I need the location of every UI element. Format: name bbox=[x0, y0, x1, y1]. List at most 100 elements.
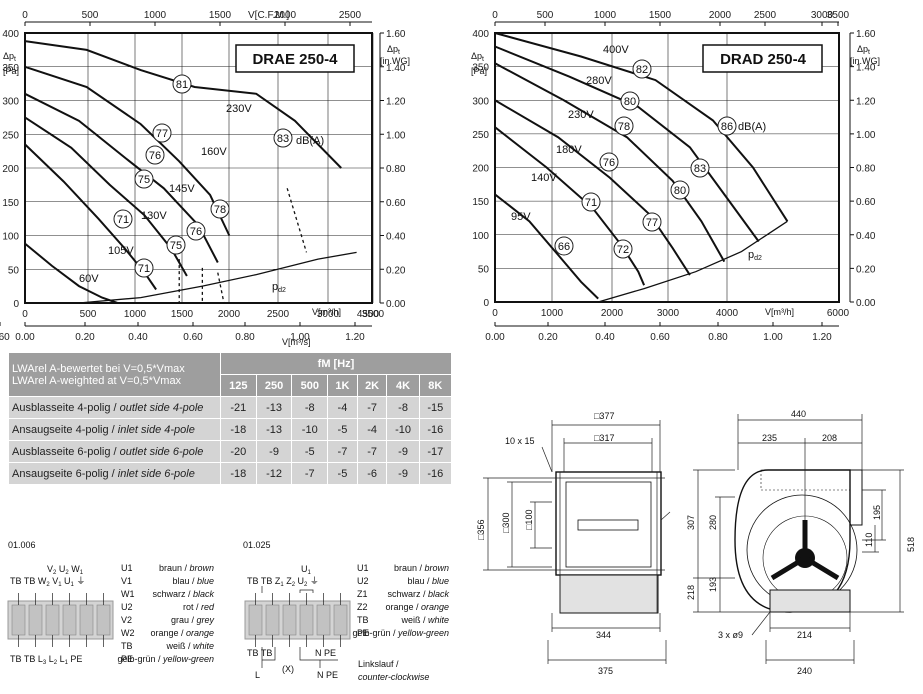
legend-color: weiß / white bbox=[165, 641, 214, 651]
curve-230V bbox=[24, 40, 342, 169]
chart2-dba-label: dB(A) bbox=[738, 121, 766, 133]
wiring-right-label-n: N PE bbox=[317, 670, 338, 680]
legend-color: gelb-grün / yellow-green bbox=[117, 654, 214, 664]
dim-300-line bbox=[507, 481, 552, 568]
wiring-right-code: 01.025 bbox=[243, 540, 271, 550]
db-marker-circle bbox=[599, 152, 619, 172]
dim-195: 195 bbox=[872, 505, 882, 520]
bottom-tick-label: 1.00 bbox=[290, 332, 310, 343]
table-row-label: Ansaugseite 6-polig / inlet side 6-pole bbox=[8, 462, 221, 485]
y-tick-label: 200 bbox=[472, 164, 489, 175]
y-tick-label: 400 bbox=[2, 29, 19, 40]
table-cell: -5 bbox=[327, 462, 358, 485]
y-tick-label: 150 bbox=[2, 198, 19, 209]
table-freq-cell: 1K bbox=[327, 374, 358, 397]
db-marker-circle bbox=[620, 91, 640, 111]
legend-term: TB bbox=[121, 641, 133, 651]
wiring-right-bridge-top bbox=[261, 586, 314, 593]
voltage-label: 160V bbox=[201, 146, 227, 158]
table-cell: -5 bbox=[291, 440, 329, 463]
top-tick-label: 1500 bbox=[209, 10, 232, 21]
db-marker-value: 81 bbox=[176, 79, 188, 91]
x-tick-label: 4500 bbox=[357, 309, 380, 320]
curve-60V bbox=[24, 242, 118, 304]
legend-color: braun / brown bbox=[159, 563, 214, 573]
table-cell: -9 bbox=[255, 440, 293, 463]
voltage-label: 230V bbox=[226, 103, 252, 115]
y-tick-label: 250 bbox=[2, 130, 19, 141]
right-tick-label: 1.00 bbox=[386, 130, 406, 141]
voltage-label: 230V bbox=[568, 109, 594, 121]
legend-color: weiß / white bbox=[400, 615, 449, 625]
table-row: Ansaugseite 6-polig / inlet side 6-pole -… bbox=[8, 462, 453, 485]
y-tick-label: 400 bbox=[472, 29, 489, 40]
curve-180V bbox=[494, 99, 691, 276]
dim-240: 240 bbox=[797, 666, 812, 676]
dim-218: 218 bbox=[686, 585, 696, 600]
curve-280V bbox=[494, 45, 760, 243]
db-marker-circle bbox=[581, 192, 601, 212]
bottom-tick-label: 0.60 bbox=[183, 332, 203, 343]
curve-230V bbox=[494, 62, 726, 263]
legend-color: blau / blue bbox=[407, 576, 449, 586]
db-marker-value: 83 bbox=[694, 163, 706, 175]
legend-term: V2 bbox=[121, 615, 132, 625]
right-tick-label: 0.00 bbox=[386, 299, 406, 310]
table-body: Ausblasseite 4-polig / outlet side 4-pol… bbox=[8, 396, 453, 485]
noise-table: LWArel A-bewertet bei V=0,5*Vmax LWArel … bbox=[8, 352, 453, 485]
right-tick-label: 0.20 bbox=[386, 265, 406, 276]
table-freq-cell: 4K bbox=[386, 374, 420, 397]
table-row: Ansaugseite 4-polig / inlet side 4-pole-… bbox=[8, 418, 453, 441]
table-cell: -4 bbox=[356, 418, 388, 441]
right-tick-label: 1.60 bbox=[386, 29, 406, 40]
y-tick-label: 0 bbox=[483, 298, 489, 309]
front-view-base bbox=[559, 574, 659, 614]
top-tick-label: 500 bbox=[82, 10, 99, 21]
legend-term: TB bbox=[357, 615, 369, 625]
y-tick-label: 50 bbox=[478, 264, 490, 275]
db-marker-value: 86 bbox=[721, 121, 733, 133]
top-tick-label: 3000 bbox=[811, 10, 834, 21]
top-tick-label: 500 bbox=[537, 10, 554, 21]
db-marker-value: 71 bbox=[117, 214, 129, 226]
front-view-flange-lines bbox=[552, 472, 665, 613]
table-cell: -13 bbox=[255, 418, 293, 441]
table-cell: -4 bbox=[327, 396, 358, 419]
curve-140V bbox=[494, 126, 646, 286]
table-caption: LWArel A-bewertet bei V=0,5*Vmax LWArel … bbox=[8, 352, 221, 397]
voltage-label: 105V bbox=[108, 245, 134, 257]
x-tick-label: 6000 bbox=[827, 308, 850, 319]
dim-375: 375 bbox=[598, 666, 613, 676]
dim-218-line bbox=[693, 578, 770, 613]
table-cell: -18 bbox=[220, 418, 257, 441]
legend-term: W2 bbox=[121, 628, 135, 638]
right-tick-label: 1.20 bbox=[386, 97, 406, 108]
table-cell: -10 bbox=[386, 418, 420, 441]
legend-color: gelb-grün / yellow-green bbox=[352, 628, 449, 638]
chart2-right-axis-label: [in.WG] bbox=[850, 56, 880, 66]
y-tick-label: 100 bbox=[472, 231, 489, 242]
db-marker-value: 71 bbox=[138, 263, 150, 275]
x-tick-label: 3000 bbox=[657, 308, 680, 319]
bottom-tick-label: 0.40 bbox=[595, 332, 615, 343]
dim-518-line bbox=[850, 469, 904, 613]
chart1-left-axis-unit: [Pa] bbox=[3, 66, 19, 76]
table-row: Ausblasseite 6-polig / outlet side 6-pol… bbox=[8, 440, 453, 463]
chart1-frame bbox=[24, 32, 373, 304]
terminal-slot bbox=[11, 604, 26, 636]
side-view-spokes bbox=[770, 520, 840, 581]
right-tick-label: 0.80 bbox=[386, 164, 406, 175]
db-marker-value: 77 bbox=[156, 128, 168, 140]
table-row-label: Ausblasseite 6-polig / outlet side 6-pol… bbox=[8, 440, 221, 463]
legend-term: PE bbox=[357, 628, 369, 638]
table-cell: -6 bbox=[356, 462, 388, 485]
table-cell: -13 bbox=[255, 396, 293, 419]
terminal-slot bbox=[96, 604, 111, 636]
chart2-xlabel: V[m³/h] bbox=[765, 307, 794, 317]
db-marker-circle bbox=[186, 221, 206, 241]
